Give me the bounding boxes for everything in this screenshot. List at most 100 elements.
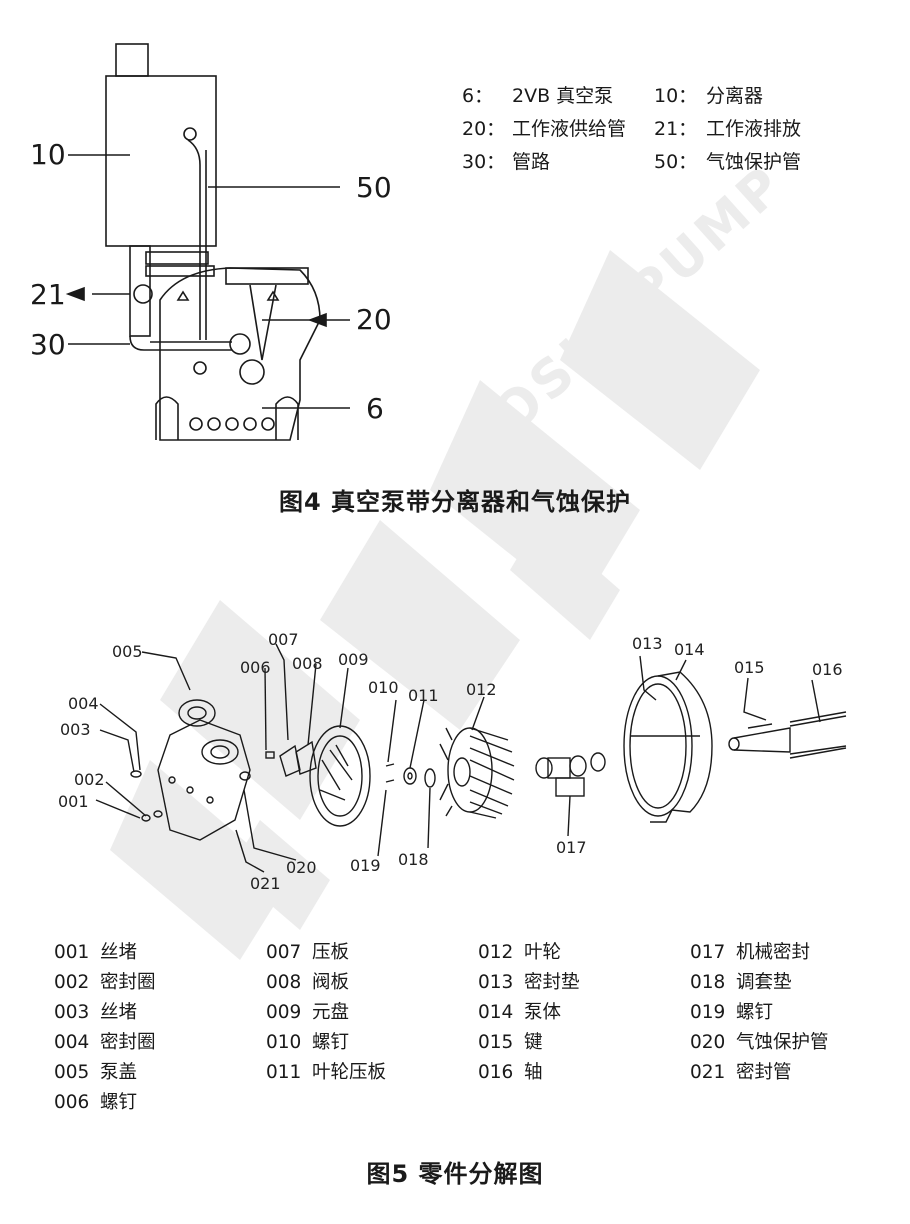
part-name: 叶轮 bbox=[524, 942, 562, 963]
part-name: 叶轮压板 bbox=[312, 1062, 387, 1083]
part-name: 轴 bbox=[524, 1062, 543, 1083]
fig4-callout-30: 30 bbox=[30, 328, 66, 361]
part-name: 螺钉 bbox=[736, 1002, 774, 1023]
part-code: 005 bbox=[54, 1062, 90, 1083]
legend-text: 分离器 bbox=[706, 85, 764, 107]
legend-text: 气蚀保护管 bbox=[706, 151, 802, 173]
parts-list-item: 003 丝堵 bbox=[54, 1002, 138, 1023]
part-name: 机械密封 bbox=[736, 942, 811, 963]
part-name: 螺钉 bbox=[312, 1032, 350, 1053]
fig5-callout-002: 002 bbox=[74, 770, 105, 789]
fig5-callout-011: 011 bbox=[408, 686, 439, 705]
part-code: 014 bbox=[478, 1002, 514, 1023]
part-code: 013 bbox=[478, 972, 514, 993]
parts-list-item: 007 压板 bbox=[266, 942, 350, 963]
fig5-callout-001: 001 bbox=[58, 792, 89, 811]
fig5-callout-017: 017 bbox=[556, 838, 587, 857]
fig5-callout-015: 015 bbox=[734, 658, 765, 677]
part-code: 006 bbox=[54, 1092, 90, 1113]
fig5-callout-007: 007 bbox=[268, 630, 299, 649]
part-code: 003 bbox=[54, 1002, 90, 1023]
part-name: 丝堵 bbox=[100, 1002, 138, 1023]
parts-list-item: 021 密封管 bbox=[690, 1062, 792, 1083]
fig5-callout-016: 016 bbox=[812, 660, 843, 679]
part-code: 010 bbox=[266, 1032, 302, 1053]
part-code: 007 bbox=[266, 942, 302, 963]
part-name: 密封圈 bbox=[100, 972, 156, 993]
legend-code: 10： bbox=[654, 85, 698, 107]
part-name: 元盘 bbox=[312, 1002, 350, 1023]
parts-list-item: 009 元盘 bbox=[266, 1002, 350, 1023]
parts-list-item: 012 叶轮 bbox=[478, 942, 562, 963]
legend-text: 2VB 真空泵 bbox=[512, 85, 614, 107]
fig5-callout-013: 013 bbox=[632, 634, 663, 653]
fig4-legend-item: 10： 分离器 bbox=[654, 87, 763, 106]
fig4-legend-item: 30： 管路 bbox=[462, 153, 550, 172]
part-code: 012 bbox=[478, 942, 514, 963]
parts-list-item: 015 键 bbox=[478, 1032, 543, 1053]
part-code: 009 bbox=[266, 1002, 302, 1023]
parts-list-item: 010 螺钉 bbox=[266, 1032, 350, 1053]
legend-code: 21： bbox=[654, 118, 698, 140]
fig5-callout-006: 006 bbox=[240, 658, 271, 677]
fig4-legend-item: 20：工作液供给管 bbox=[462, 120, 626, 139]
legend-code: 30： bbox=[462, 151, 506, 173]
part-name: 丝堵 bbox=[100, 942, 138, 963]
legend-text: 工作液供给管 bbox=[512, 118, 627, 140]
part-name: 螺钉 bbox=[100, 1092, 138, 1113]
fig5-callout-004: 004 bbox=[68, 694, 99, 713]
part-code: 021 bbox=[690, 1062, 726, 1083]
part-code: 020 bbox=[690, 1032, 726, 1053]
fig5-callout-014: 014 bbox=[674, 640, 705, 659]
part-name: 阀板 bbox=[312, 972, 350, 993]
part-name: 泵盖 bbox=[100, 1062, 138, 1083]
part-name: 压板 bbox=[312, 942, 350, 963]
part-code: 008 bbox=[266, 972, 302, 993]
part-name: 调套垫 bbox=[736, 972, 792, 993]
part-name: 密封管 bbox=[736, 1062, 792, 1083]
parts-list-item: 011 叶轮压板 bbox=[266, 1062, 387, 1083]
parts-list-item: 017 机械密封 bbox=[690, 942, 811, 963]
legend-code: 6： bbox=[462, 85, 494, 107]
part-name: 键 bbox=[524, 1032, 543, 1053]
part-name: 气蚀保护管 bbox=[736, 1032, 829, 1053]
fig5-callout-012: 012 bbox=[466, 680, 497, 699]
part-code: 017 bbox=[690, 942, 726, 963]
fig5-callout-009: 009 bbox=[338, 650, 369, 669]
part-name: 密封垫 bbox=[524, 972, 580, 993]
part-name: 密封圈 bbox=[100, 1032, 156, 1053]
parts-list-item: 006 螺钉 bbox=[54, 1092, 138, 1113]
part-code: 018 bbox=[690, 972, 726, 993]
fig4-legend-item: 6： 2VB 真空泵 bbox=[462, 87, 613, 106]
fig4-callout-6: 6 bbox=[366, 392, 384, 425]
part-name: 泵体 bbox=[524, 1002, 562, 1023]
parts-list-item: 014 泵体 bbox=[478, 1002, 562, 1023]
part-code: 011 bbox=[266, 1062, 302, 1083]
legend-text: 管路 bbox=[512, 151, 551, 173]
parts-list-item: 018 调套垫 bbox=[690, 972, 792, 993]
part-code: 004 bbox=[54, 1032, 90, 1053]
fig4-callout-10: 10 bbox=[30, 138, 66, 171]
parts-list-item: 002 密封圈 bbox=[54, 972, 156, 993]
parts-list-item: 020 气蚀保护管 bbox=[690, 1032, 829, 1053]
part-code: 015 bbox=[478, 1032, 514, 1053]
fig5-callout-008: 008 bbox=[292, 654, 323, 673]
legend-text: 工作液排放 bbox=[706, 118, 802, 140]
fig5-callout-019: 019 bbox=[350, 856, 381, 875]
parts-list-item: 005 泵盖 bbox=[54, 1062, 138, 1083]
fig4-callout-20: 20 bbox=[356, 303, 392, 336]
parts-list-item: 013 密封垫 bbox=[478, 972, 580, 993]
parts-list-item: 004 密封圈 bbox=[54, 1032, 156, 1053]
fig4-legend-item: 21： 工作液排放 bbox=[654, 120, 801, 139]
fig5-callout-010: 010 bbox=[368, 678, 399, 697]
part-code: 002 bbox=[54, 972, 90, 993]
fig4-callout-50: 50 bbox=[356, 171, 392, 204]
legend-code: 50： bbox=[654, 151, 698, 173]
fig5-caption: 图5 零件分解图 bbox=[366, 1160, 544, 1188]
fig4-callout-21: 21 bbox=[30, 278, 66, 311]
